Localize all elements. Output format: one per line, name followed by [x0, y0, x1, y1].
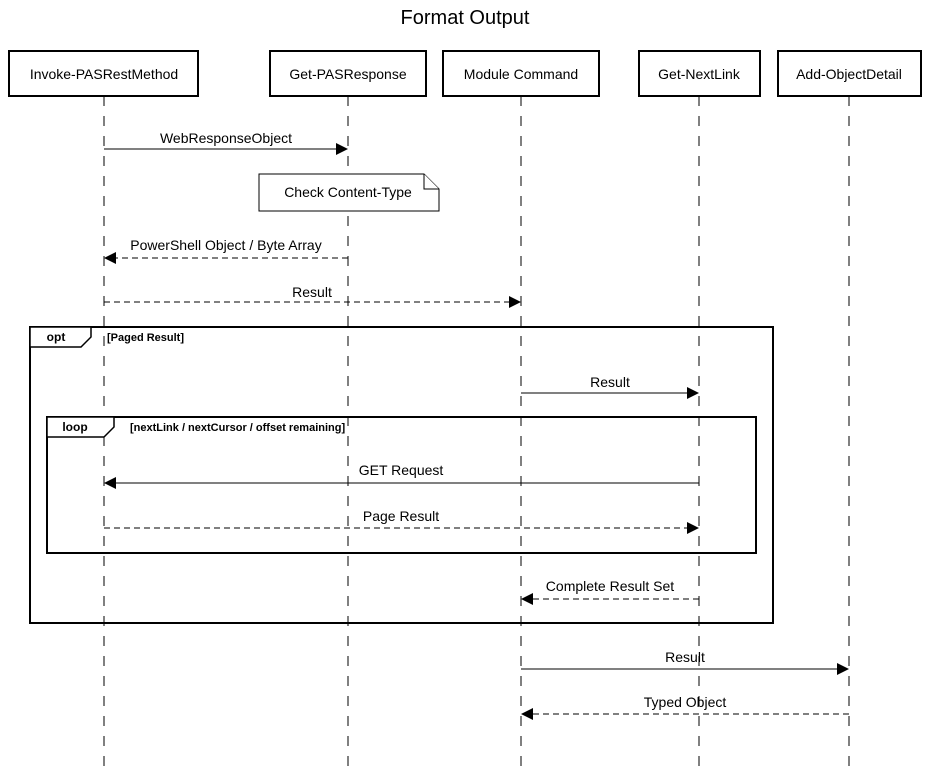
actor-invoke: Invoke-PASRestMethod [8, 50, 199, 97]
frame-box [46, 416, 757, 554]
actor-box [442, 50, 600, 97]
message-label: Complete Result Set [546, 578, 675, 594]
message-get-request: GET Request [104, 462, 699, 489]
message-label: Result [590, 374, 630, 390]
message-label: PowerShell Object / Byte Array [130, 237, 321, 253]
frame-kind-label: opt [47, 330, 66, 344]
message-webresponseobject: WebResponseObject [104, 130, 348, 155]
actor-box [8, 50, 199, 97]
actor-box [777, 50, 922, 97]
actor-module: Module Command [442, 50, 600, 97]
actor-label: Invoke-PASRestMethod [30, 66, 178, 82]
frame-loop: loop [nextLink / nextCursor / offset rem… [46, 416, 757, 554]
actor-addobj: Add-ObjectDetail [777, 50, 922, 97]
actor-label: Module Command [464, 66, 578, 82]
message-label: GET Request [359, 462, 444, 478]
diagram-title: Format Output [401, 7, 530, 29]
message-powershell-object: PowerShell Object / Byte Array [104, 237, 348, 264]
message-complete-result-set: Complete Result Set [521, 578, 699, 605]
actor-label: Get-PASResponse [289, 66, 406, 82]
message-page-result: Page Result [104, 508, 699, 534]
message-label: Typed Object [644, 694, 727, 710]
lifelines [103, 96, 850, 772]
frame-tab [29, 326, 92, 348]
message-result-to-addobj: Result [521, 649, 849, 675]
note-check-content-type: Check Content-Type [258, 173, 440, 212]
message-result-to-module: Result [104, 284, 521, 308]
note-label: Check Content-Type [284, 184, 412, 200]
message-label: Result [292, 284, 332, 300]
note-fold [423, 174, 439, 190]
frame-condition: [nextLink / nextCursor / offset remainin… [130, 422, 345, 434]
frame-kind-label: loop [62, 420, 87, 434]
frame-condition: [Paged Result] [107, 332, 184, 344]
message-result-to-nextlink: Result [521, 374, 699, 399]
frame-opt: opt [Paged Result] [29, 326, 774, 624]
actor-label: Get-NextLink [658, 66, 741, 82]
message-label: Result [665, 649, 705, 665]
frame-tab [46, 416, 115, 438]
note-box [258, 173, 440, 212]
actor-box [269, 50, 427, 97]
actor-getresp: Get-PASResponse [269, 50, 427, 97]
message-label: Page Result [363, 508, 439, 524]
actor-label: Add-ObjectDetail [796, 66, 902, 82]
message-typed-object: Typed Object [521, 694, 849, 720]
actor-box [638, 50, 761, 97]
frame-box [29, 326, 774, 624]
actor-nextlink: Get-NextLink [638, 50, 761, 97]
message-label: WebResponseObject [160, 130, 292, 146]
